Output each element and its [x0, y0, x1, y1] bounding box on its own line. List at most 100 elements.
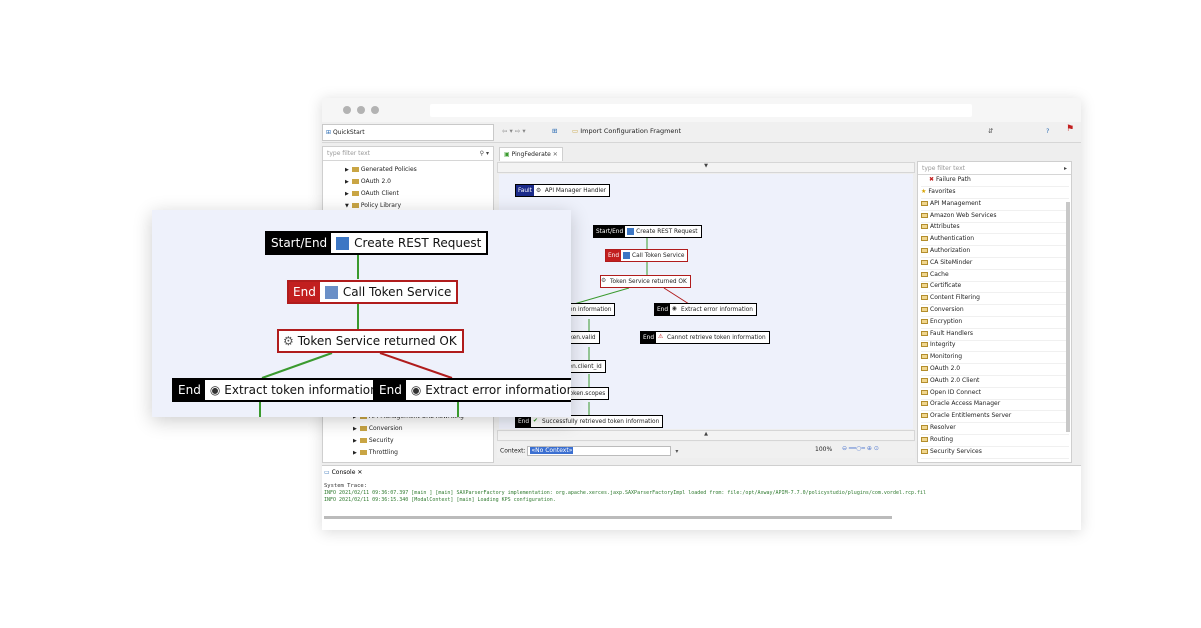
palette-item[interactable]: Resolver — [921, 424, 1069, 435]
console-line: INFO 2021/02/11 09:36:15.340 [ModalConte… — [324, 497, 556, 503]
palette-item[interactable]: ✖ Failure Path — [921, 176, 1069, 187]
palette-item[interactable]: Conversion — [921, 306, 1069, 317]
maximize-window-dot[interactable] — [371, 106, 379, 114]
tree-item[interactable]: ▶Generated Policies — [345, 166, 417, 173]
scroll-down-bar[interactable]: ▲ — [497, 430, 915, 441]
failure-icon: ✖ — [929, 176, 935, 183]
palette-item[interactable]: Certificate — [921, 282, 1069, 294]
policy-icon: ▣ — [504, 151, 510, 158]
scroll-up-bar[interactable]: ▼ — [497, 162, 915, 173]
palette-item[interactable]: Open ID Connect — [921, 389, 1069, 400]
tab-pingfederate[interactable]: ▣ PingFederate ✕ — [499, 147, 563, 161]
folder-icon — [921, 389, 928, 395]
returned-ok-node[interactable]: ⚙Token Service returned OK — [600, 275, 691, 288]
success-icon: ✔ — [533, 418, 538, 424]
close-window-dot[interactable] — [343, 106, 351, 114]
folder-icon — [351, 179, 359, 184]
tree-filter-input[interactable]: type filter text ⚲ ▾ — [323, 147, 493, 161]
palette-item[interactable]: Amazon Web Services — [921, 212, 1069, 223]
chevron-right-icon[interactable]: ▸ — [1063, 165, 1067, 172]
tree-item[interactable]: ▶OAuth Client — [345, 190, 399, 197]
palette-item[interactable]: Content Filtering — [921, 294, 1069, 306]
palette-item[interactable]: OAuth 2.0 Client — [921, 377, 1069, 388]
palette-item[interactable]: CA SiteMinder — [921, 259, 1069, 270]
tree-item[interactable]: ▶Security — [353, 437, 394, 444]
console-line: INFO 2021/02/11 09:36:07.397 [main ] [ma… — [324, 490, 927, 496]
handler-icon: ⚙ — [535, 187, 542, 194]
tree-item[interactable]: ▶Throttling — [353, 449, 398, 456]
palette-item[interactable]: Authorization — [921, 247, 1069, 258]
axway-logo-icon: ⚑ — [1066, 124, 1075, 134]
dropdown-icon[interactable]: ▾ — [675, 447, 679, 455]
error-icon: ⚠ — [658, 334, 664, 340]
success-node[interactable]: End✔Successfully retrieved token informa… — [515, 415, 664, 428]
quickstart-label: QuickStart — [332, 129, 365, 136]
folder-icon — [921, 330, 928, 336]
filter-options-icon[interactable]: ⚲ ▾ — [479, 150, 489, 157]
minimize-window-dot[interactable] — [357, 106, 365, 114]
folder-icon — [921, 342, 928, 348]
quickstart-field[interactable]: ⊞ QuickStart — [322, 124, 494, 141]
console-panel: ▭ Console ✕ System Trace: INFO 2021/02/1… — [322, 465, 1081, 530]
folder-icon — [351, 167, 359, 172]
palette-item[interactable]: Authentication — [921, 235, 1069, 247]
extract-icon: ◉ — [410, 383, 422, 397]
folder-icon — [921, 318, 928, 324]
folder-icon — [921, 271, 928, 277]
back-arrow-icon[interactable]: ⇦ ▾ ⇨ ▾ — [502, 127, 526, 135]
filter-palette-pane: type filter text▸ ✖ Failure Path★Favorit… — [917, 161, 1072, 463]
folder-icon — [921, 448, 928, 454]
service-icon — [324, 285, 338, 299]
system-trace-label: System Trace: — [324, 483, 368, 489]
zoomed-extract-error-node[interactable]: End◉Extract error information — [373, 378, 571, 402]
tab-console[interactable]: ▭ Console ✕ — [324, 469, 363, 476]
folder-icon — [351, 191, 359, 196]
folder-icon — [359, 450, 367, 455]
palette-filter-input[interactable]: type filter text▸ — [918, 162, 1071, 175]
palette-item[interactable]: Monitoring — [921, 353, 1069, 365]
import-configuration-fragment-button[interactable]: ▭ Import Configuration Fragment — [572, 127, 682, 135]
palette-item[interactable]: Security Services — [921, 448, 1069, 459]
deploy-icon[interactable]: ⇵ — [988, 127, 994, 135]
zoomed-extract-token-node[interactable]: End◉Extract token information — [172, 378, 385, 402]
palette-item[interactable]: Integrity — [921, 341, 1069, 353]
console-scrollbar[interactable] — [324, 516, 892, 519]
palette-item[interactable]: ★Favorites — [921, 188, 1069, 199]
context-bar: Context: «No Context» ▾ 100% ⊖ ━━○━ ⊕ ⊙ — [497, 442, 915, 458]
palette-item[interactable]: Cache — [921, 271, 1069, 282]
help-icon[interactable]: ? — [1046, 127, 1050, 135]
palette-item[interactable]: Routing — [921, 436, 1069, 447]
import-fragment-icon[interactable]: ⊞ — [552, 127, 558, 135]
folder-icon: ▭ — [572, 127, 579, 135]
folder-icon — [921, 366, 928, 371]
palette-item[interactable]: Encryption — [921, 318, 1069, 329]
fault-node[interactable]: Fault⚙API Manager Handler — [515, 184, 611, 197]
main-toolbar: ⊞ QuickStart ⇦ ▾ ⇨ ▾ ⊞ ▭ Import Configur… — [322, 122, 1081, 143]
zoom-slider[interactable]: ⊖ ━━○━ ⊕ ⊙ — [842, 445, 879, 452]
tree-item[interactable]: ▶Conversion — [353, 425, 403, 432]
folder-icon — [921, 259, 928, 265]
extract-icon: ◉ — [209, 383, 221, 397]
tree-item[interactable]: ▼Policy Library — [345, 202, 402, 209]
palette-scrollbar[interactable] — [1066, 202, 1070, 432]
palette-item[interactable]: Oracle Entitlements Server — [921, 412, 1069, 424]
palette-item[interactable]: Fault Handlers — [921, 330, 1069, 341]
address-bar[interactable] — [430, 104, 972, 117]
palette-item[interactable]: OAuth 2.0 — [921, 365, 1069, 376]
context-select[interactable]: «No Context» — [527, 446, 672, 456]
extract-error-node[interactable]: End◉Extract error information — [654, 303, 757, 316]
canvas-connectors — [573, 238, 690, 415]
tree-item[interactable]: ▶OAuth 2.0 — [345, 178, 391, 185]
folder-icon — [359, 426, 367, 431]
palette-item[interactable]: API Management — [921, 200, 1069, 211]
zoomed-returned-ok-node[interactable]: ⚙Token Service returned OK — [277, 329, 464, 353]
palette-item[interactable]: Attributes — [921, 223, 1069, 235]
gear-icon: ⚙ — [601, 278, 607, 284]
cannot-retrieve-node[interactable]: End⚠Cannot retrieve token information — [640, 331, 770, 344]
palette-item[interactable]: Oracle Access Manager — [921, 400, 1069, 412]
